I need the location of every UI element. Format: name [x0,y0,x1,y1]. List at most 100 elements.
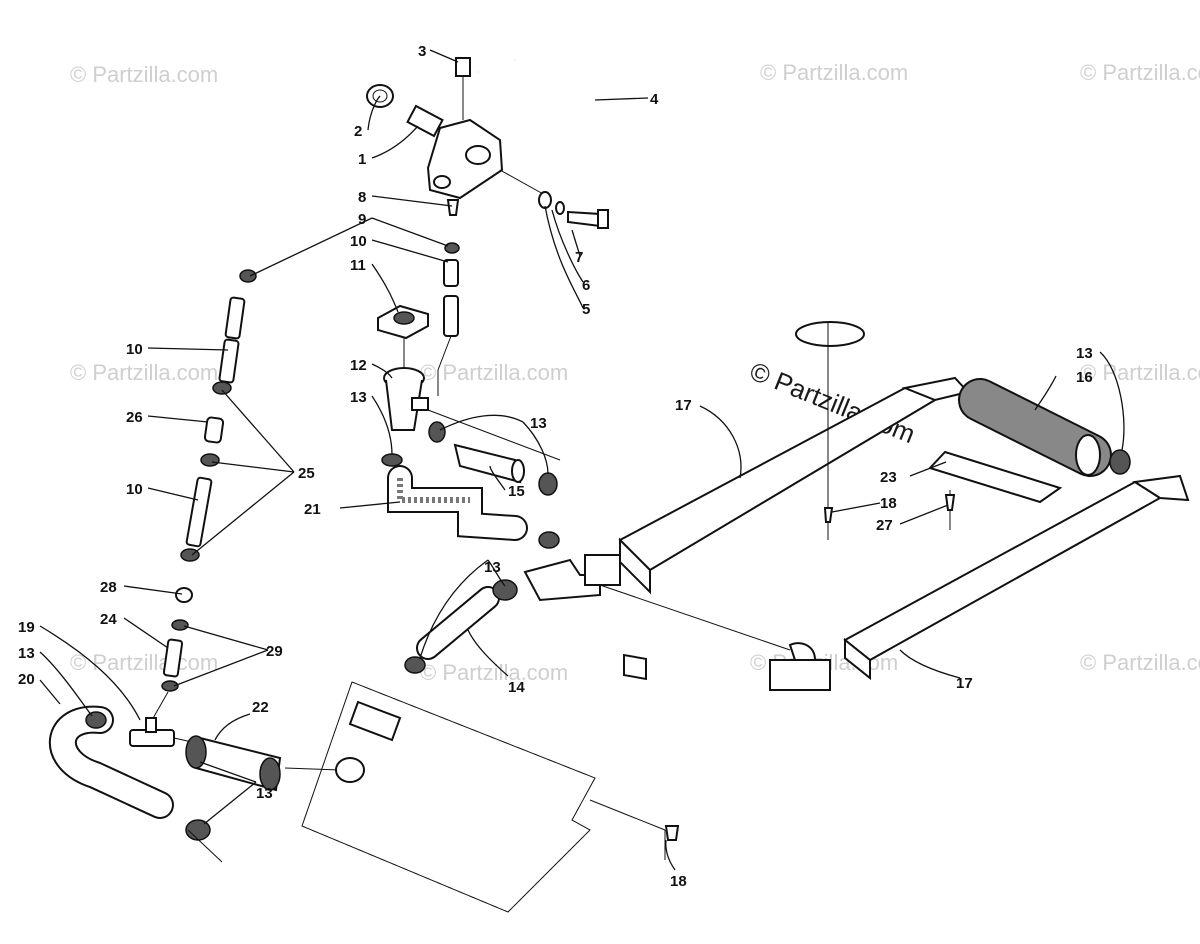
callout-22: 22 [252,699,269,716]
rivet-part-18 [823,507,834,523]
fitting-part-28 [175,587,193,603]
callout-7: 7 [575,249,583,266]
callout-28: 28 [100,579,117,596]
shroud-panel [301,681,666,913]
clamp-part-13-left [85,711,107,729]
watermark: © Partzilla.com [420,660,568,685]
callout-18-bottom: 18 [670,873,687,890]
callout-13-bottom: 13 [256,785,273,802]
watermark: © Partzilla.com [70,650,218,675]
neck-spout [411,397,429,411]
callout-16: 16 [1076,369,1093,386]
callout-10-mid: 10 [126,481,143,498]
leader-lines [39,49,1125,871]
watermark: © Partzilla.com [420,360,568,385]
callout-10-left: 10 [126,341,143,358]
rivet-part-27 [944,494,956,511]
callout-17-top: 17 [675,397,692,414]
left-hose-chain [151,269,257,721]
watermark: © Partzilla.com [760,60,908,85]
hose-left-10-lower [185,476,213,548]
filler-neck-assembly [377,304,561,549]
valve-part-1 [406,104,444,138]
washer-part-5 [538,191,552,209]
watermark: © Partzilla.com [1080,650,1200,675]
callout-13-upper: 13 [530,415,547,432]
heat-exchanger-frame [599,321,1190,841]
rivet-part-18-bottom [664,825,680,841]
callout-12: 12 [350,357,367,374]
callout-13-right: 13 [1076,345,1093,362]
corner-fitting-bottom [1132,474,1190,502]
callout-25: 25 [298,465,315,482]
callout-18: 18 [880,495,897,512]
hose-part-24 [162,638,184,678]
lower-hose-assembly [49,705,341,863]
callout-1: 1 [358,151,366,168]
clamp-part-13-neck [381,453,403,467]
bolt-part-7 [567,210,601,228]
filler-bracket-assembly [366,57,609,229]
watermark: © Partzilla.com [70,360,218,385]
callout-17-bottom: 17 [956,675,973,692]
hose-left-10-mid [218,338,240,384]
fitting-part-8 [446,199,460,216]
callout-6: 6 [582,277,590,294]
callout-13-mid: 13 [484,559,501,576]
clamp-part-13a [428,421,446,443]
callout-9: 9 [358,211,366,228]
clamp-part-13-pipe-a [185,735,207,769]
clamp-part-13-14b [492,579,518,601]
callout-21: 21 [304,501,321,518]
panel-hose-stub [348,700,402,742]
callout-13-left: 13 [18,645,35,662]
watermarks: © Partzilla.com © Partzilla.com © Partzi… [70,60,1200,685]
callout-4: 4 [650,91,659,108]
callout-19: 19 [18,619,35,636]
callout-3: 3 [418,43,426,60]
watermark: © Partzilla.com [70,62,218,87]
washer-part-6 [555,201,565,215]
callout-24: 24 [100,611,117,628]
clamp-left-25a [212,381,232,395]
elbow-bottom-left [769,659,831,691]
callout-27: 27 [876,517,893,534]
hose-14-assembly [404,554,621,674]
clamp-part-29b [161,680,179,692]
clamp-part-13b [538,472,558,496]
hose-part-15 [453,443,522,484]
clamp-part-13c [538,531,560,549]
watermark: © Partzilla.com [1080,60,1200,85]
callout-14: 14 [508,679,525,696]
clamp-left-top [239,269,257,283]
panel-outline [301,681,596,913]
callout-20: 20 [18,671,35,688]
callout-15: 15 [508,483,525,500]
callout-8: 8 [358,189,366,206]
grommet [335,757,365,783]
foam-piece [795,321,865,347]
fitting-part-26 [203,416,225,444]
callout-23: 23 [880,469,897,486]
hose-left-10-top [224,296,246,340]
callout-labels: 3 4 2 1 8 9 10 7 6 5 11 10 12 13 13 26 2… [18,43,1093,890]
bolt-head [597,209,609,229]
callout-10-top: 10 [350,233,367,250]
panel-part-23 [928,450,1063,504]
clamp-part-13-bottom [185,819,211,841]
callout-11: 11 [350,257,366,274]
clamp-part-9 [444,242,460,254]
clamp-part-13-14a [404,656,426,674]
clamp-part-13-pipe-b [259,757,281,791]
fitting-part-3 [455,57,471,77]
callout-29: 29 [266,643,283,660]
clamp-part-13-right [1109,449,1131,475]
clamp-left-25c [180,548,200,562]
callout-5: 5 [582,301,590,318]
watermark: © Partzilla.com [1080,360,1200,385]
hose-part-10 [443,259,459,287]
rail-inlet-block [584,554,621,586]
callout-2: 2 [354,123,362,140]
tee-stem [145,717,157,733]
